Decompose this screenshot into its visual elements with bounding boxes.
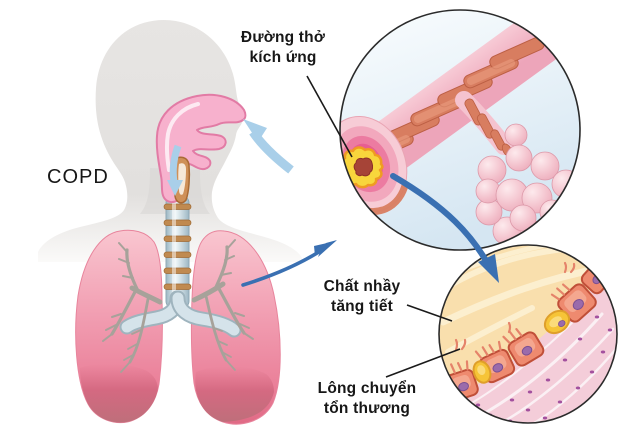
goblet-cells [472,309,571,384]
label-damaged-cilia: Lông chuyển tổn thương [317,380,417,418]
lumen [353,157,374,177]
damaged-cilia [454,261,576,352]
lung-to-airway-inset-arrow [241,240,337,287]
nasal-channel-highlight [164,102,200,172]
label-mucus-secretion: Chất nhầy tăng tiết [323,278,401,316]
airway-inset-border [339,9,581,251]
mucus-leader-line [406,304,453,322]
inset-to-inset-arrow [390,173,499,283]
trachea-rings [163,203,192,290]
bronchial-tree-right [191,239,254,371]
main-bronchi [119,290,242,338]
leader-lines [306,75,461,378]
mucosa-inset [438,244,618,424]
mucosa-inset-border [438,244,618,424]
left-lung [75,229,163,424]
bronchial-tree-left [102,242,163,373]
label-irritated-airway: Đường thở kích ứng [240,29,326,67]
cilia-leader-line [385,348,461,378]
bronchiole-spiral-bands [358,36,545,165]
inhaled-air-arrow [243,119,294,174]
throat-airflow-arrow [167,144,183,196]
airway-leader-line [306,75,353,158]
label-copd: COPD [47,166,109,188]
